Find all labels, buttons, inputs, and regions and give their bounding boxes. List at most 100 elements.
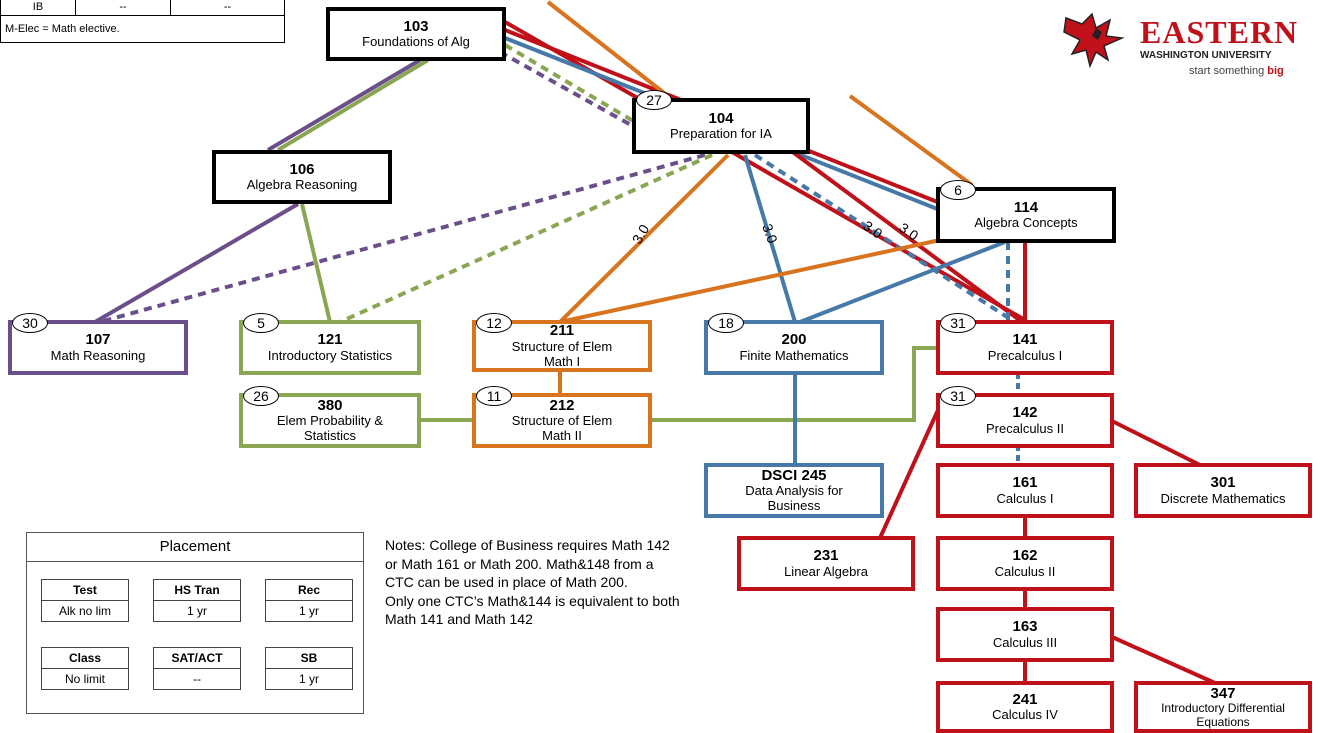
placement-header: Test [42,580,128,601]
placement-value: -- [193,672,201,686]
placement-header: SB [266,648,352,669]
line-114-200 [799,240,1006,324]
enrollment-badge: 5 [243,313,279,333]
course-231[interactable]: 231 Linear Algebra [737,536,915,591]
placement-panel: Placement Test Alk no lim HS Tran 1 yr R… [26,532,364,714]
course-name: Preparation for IA [670,126,772,142]
placement-title: Placement [27,533,363,562]
notes-paragraph: Notes: College of Business requires Math… [385,537,670,590]
course-number: 200 [781,331,807,349]
line-114-211 [559,238,941,324]
enrollment-badge: 30 [12,313,48,333]
course-347[interactable]: 347 Introductory Differential Equations [1134,681,1312,733]
course-161[interactable]: 161 Calculus I [936,463,1114,518]
course-number: 211 [549,322,575,340]
placement-sb: SB 1 yr [265,647,353,690]
course-name: Calculus II [994,563,1056,579]
course-number: 107 [85,331,111,349]
line-103-106-green [276,58,430,152]
course-name: Finite Mathematics [739,347,849,363]
course-name: Calculus III [992,634,1058,650]
eagle-icon [1063,12,1125,69]
course-number: 162 [1012,547,1038,565]
line-104-141-red [788,148,1024,324]
course-name: Precalculus II [985,420,1065,436]
course-name: Algebra Concepts [974,215,1078,231]
course-name: Structure of Elem Math II [511,413,613,444]
ib-cell: IB [1,0,76,15]
course-241[interactable]: 241 Calculus IV [936,681,1114,733]
course-name: Foundations of Alg [362,34,470,50]
ib-cell: -- [76,0,171,15]
course-name: Introductory Differential Equations [1161,700,1285,729]
placement-header: HS Tran [154,580,240,601]
course-name: Math Reasoning [50,347,146,363]
course-number: 103 [403,17,429,35]
course-name: Elem Probability & Statistics [276,413,384,444]
course-number: 161 [1012,474,1038,492]
course-162[interactable]: 162 Calculus II [936,536,1114,591]
course-name: Algebra Reasoning [246,177,358,193]
logo-subtitle: WASHINGTON UNIVERSITY [1140,50,1272,61]
course-301[interactable]: 301 Discrete Mathematics [1134,463,1312,518]
course-number: 380 [317,396,343,414]
course-number: 141 [1012,331,1038,349]
edge-label: 3.0 [629,221,653,246]
logo-tagline: start something big [1189,65,1284,77]
placement-satact: SAT/ACT -- [153,647,241,690]
line-212-141 [651,346,937,422]
notes-paragraph: Only one CTC’s Math&144 is equivalent to… [385,592,680,628]
course-number: 106 [289,160,315,178]
course-number: 104 [708,109,734,127]
notes: Notes: College of Business requires Math… [385,536,685,629]
course-name: Discrete Mathematics [1160,490,1286,506]
line-104-141-dash [753,153,1017,324]
course-200[interactable]: 200 Finite Mathematics [704,320,884,375]
line-142-231 [878,409,940,539]
eastern-logo: EASTERN WASHINGTON UNIVERSITY start some… [1062,10,1312,80]
placement-value: 1 yr [186,604,207,618]
course-number: 163 [1012,618,1038,636]
course-number: 121 [317,331,343,349]
course-380[interactable]: 380 Elem Probability & Statistics [239,393,421,448]
course-211[interactable]: 211 Structure of Elem Math I [472,320,652,372]
enrollment-badge: 11 [476,386,512,406]
enrollment-badge: 31 [940,386,976,406]
course-number: 114 [1013,198,1039,216]
line-142-301 [1109,418,1201,467]
line-104-211 [558,153,730,324]
line-103-104-green-dash [503,43,642,127]
course-103[interactable]: 103 Foundations of Alg [326,7,506,61]
tagline-bold: big [1267,65,1284,77]
course-name: Precalculus I [987,347,1063,363]
course-name: Linear Algebra [784,563,868,579]
course-number: 301 [1210,474,1236,492]
enrollment-badge: 18 [708,313,744,333]
placement-hstran: HS Tran 1 yr [153,579,241,622]
line-orange-top-2 [848,94,974,187]
line-106-121 [300,203,332,323]
placement-class: Class No limit [41,647,129,690]
placement-value: 1 yr [298,672,319,686]
course-name: Calculus IV [992,707,1058,723]
course-number: DSCI 245 [761,466,827,484]
placement-value: 1 yr [298,604,319,618]
placement-header: Class [42,648,128,669]
course-number: 241 [1012,690,1038,708]
placement-header: Rec [266,580,352,601]
placement-header: SAT/ACT [154,648,240,669]
edge-label: 3.0 [896,219,921,243]
line-104-121-dash [339,153,713,324]
course-number: 212 [549,396,575,414]
enrollment-badge: 12 [476,313,512,333]
course-106[interactable]: 106 Algebra Reasoning [212,150,392,204]
ib-cell: -- [223,1,232,13]
ib-table: IB -- -- M-Elec = Math elective. [0,0,285,43]
logo-wordmark: EASTERN [1140,14,1299,50]
enrollment-badge: 6 [940,180,976,200]
course-dsci-245[interactable]: DSCI 245 Data Analysis for Business [704,463,884,518]
line-103-104-purple-dash [499,50,641,132]
course-163[interactable]: 163 Calculus III [936,607,1114,662]
line-163-347 [1111,635,1216,685]
